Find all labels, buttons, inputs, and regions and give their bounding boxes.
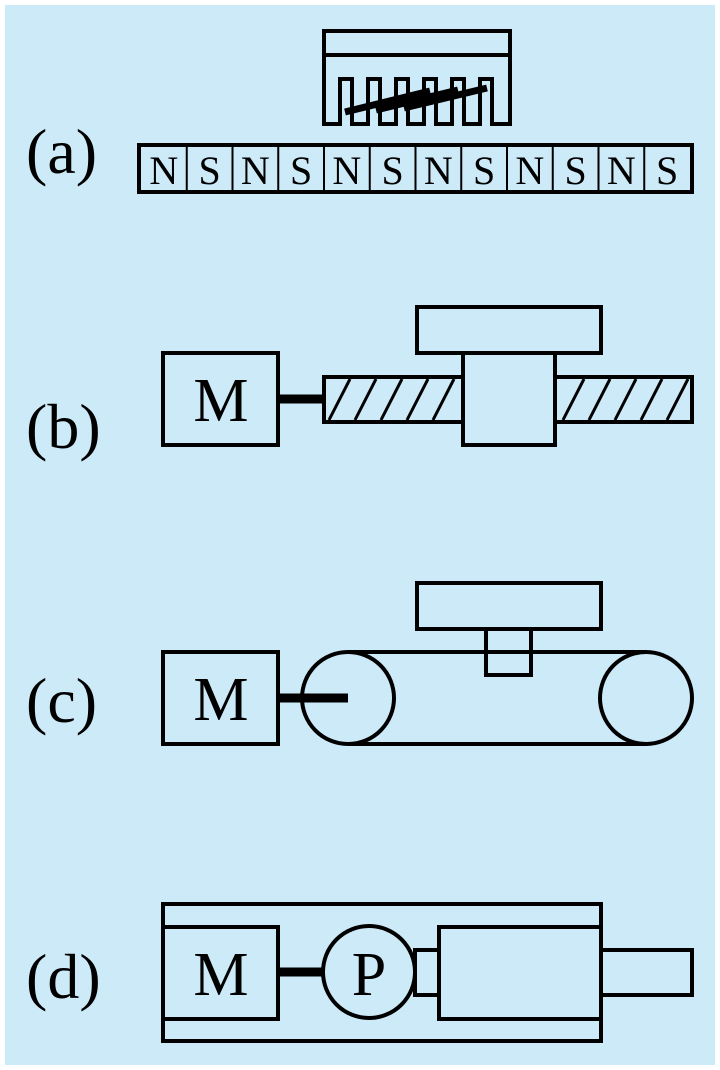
magnet-pole-5: N <box>332 148 361 193</box>
motor-box-d <box>161 925 280 1021</box>
magnet-pole-9: N <box>515 148 544 193</box>
magnet-pole-10: S <box>565 148 587 193</box>
magnet-pole-6: S <box>382 148 404 193</box>
forcer-top-plate <box>322 29 512 57</box>
panel-b-label: (b) <box>26 391 101 462</box>
motor-label-b: M <box>193 367 248 435</box>
motor-label-d: M <box>193 941 248 1009</box>
panel-b: (b) M <box>26 305 694 462</box>
magnet-pole-2: S <box>199 148 221 193</box>
magnet-track-outline <box>137 143 694 194</box>
motor-box-c <box>161 650 280 746</box>
piston-rod <box>599 948 694 997</box>
forcer-coil-windings <box>344 84 488 116</box>
panel-c-label: (c) <box>26 665 97 736</box>
panel-d: (d) M P <box>26 902 694 1043</box>
magnet-pole-3: N <box>241 148 270 193</box>
magnet-pole-7: N <box>424 148 453 193</box>
magnet-pole-12: S <box>656 148 678 193</box>
motor-label-c: M <box>193 666 248 734</box>
motor-box-b <box>161 351 280 447</box>
magnet-pole-4: S <box>290 148 312 193</box>
carriage-table-c <box>415 581 603 631</box>
forcer-teeth <box>322 55 512 126</box>
lead-screw-threads <box>327 378 690 421</box>
magnet-pole-1: N <box>149 148 178 193</box>
panel-a-label: (a) <box>26 116 97 187</box>
linear-motor-forcer <box>322 29 512 126</box>
magnet-pole-11: N <box>607 148 636 193</box>
belt <box>348 650 646 746</box>
idler-pulley <box>598 650 694 746</box>
panel-c: (c) M <box>26 581 694 746</box>
pump-label: P <box>352 941 386 1009</box>
screw-nut <box>461 351 557 447</box>
carriage-table-b <box>415 305 603 355</box>
panel-d-label: (d) <box>26 941 101 1012</box>
magnet-pole-8: S <box>473 148 495 193</box>
